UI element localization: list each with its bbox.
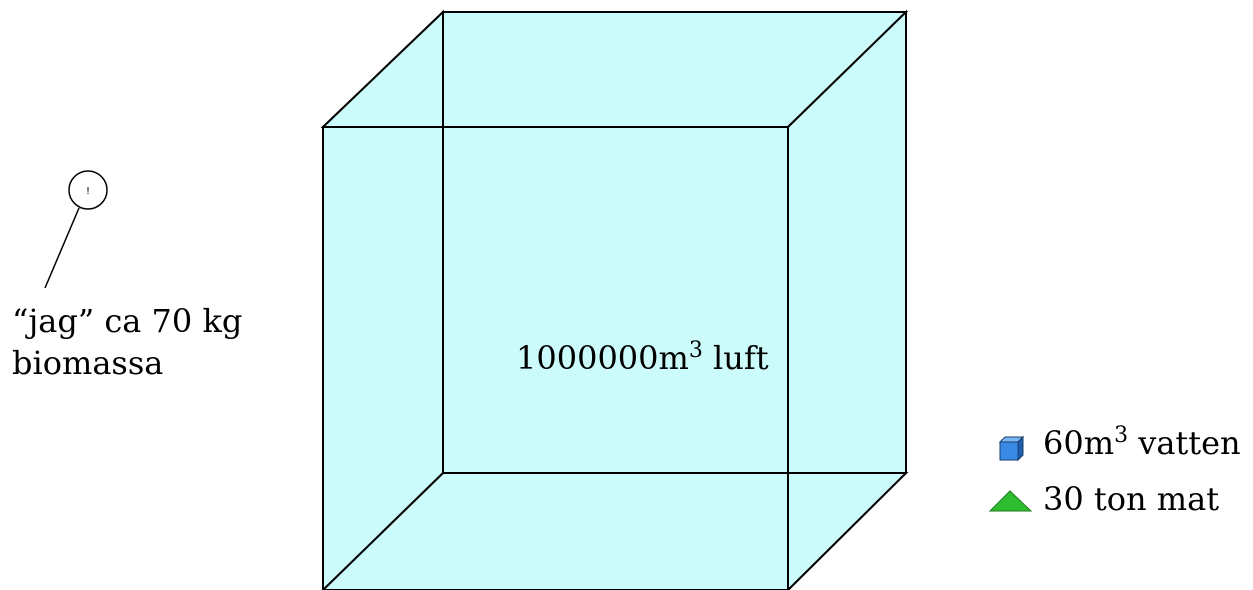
- water-label-prefix: 60m: [1043, 424, 1115, 462]
- person-label: “jag” ca 70 kg biomassa: [12, 300, 242, 384]
- person-face-glyph: !: [86, 186, 90, 197]
- air-cube: [320, 9, 909, 590]
- cube-icon: [998, 435, 1025, 462]
- person-label-line2: biomassa: [12, 344, 164, 382]
- cube-hidden-edge-diagonal: [322, 472, 444, 590]
- water-label-suffix: vatten: [1128, 424, 1241, 462]
- person-figure: !: [44, 170, 108, 289]
- water-label-sup: 3: [1114, 423, 1129, 448]
- legend-water-label: 60m3 vatten: [1043, 423, 1241, 468]
- air-label-suffix: luft: [702, 339, 769, 377]
- person-body-line: [44, 207, 80, 289]
- air-label-prefix: 1000000m: [516, 339, 689, 377]
- legend-food-label: 30 ton mat: [1043, 479, 1219, 519]
- person-head-icon: [68, 170, 108, 210]
- food-label: 30 ton mat: [1043, 480, 1220, 518]
- air-volume-label: 1000000m3 luft: [516, 338, 769, 383]
- cube-front-face: [322, 126, 789, 590]
- air-label-sup: 3: [688, 338, 703, 363]
- triangle-icon: [988, 490, 1033, 512]
- person-label-line1: “jag” ca 70 kg: [12, 302, 243, 340]
